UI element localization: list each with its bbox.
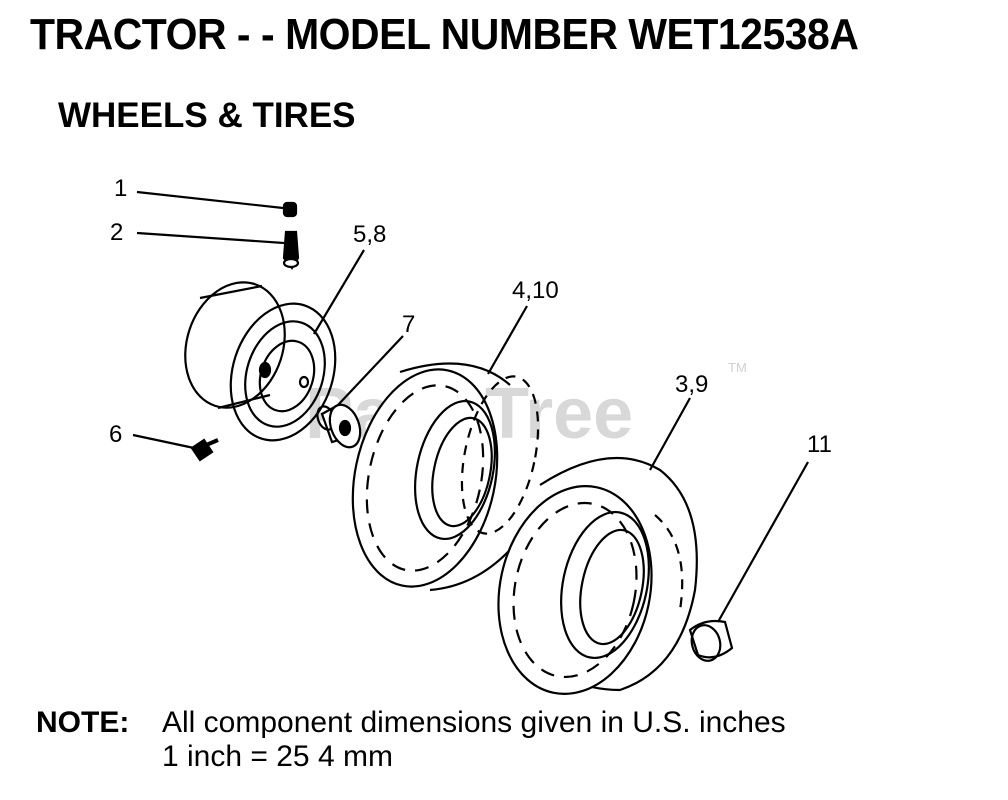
part-bushing [316, 402, 362, 449]
leader-2 [136, 231, 285, 245]
part-bolt [190, 438, 219, 462]
part-hub-cap [688, 619, 734, 662]
part-valve-cap [282, 201, 298, 218]
part-tire-front [351, 362, 541, 592]
leader-11 [717, 461, 809, 623]
part-rim [184, 281, 337, 442]
callout-11: 11 [807, 431, 832, 458]
callout-4-10: 4,10 [512, 277, 559, 304]
callout-7: 7 [402, 311, 415, 338]
section-title: WHEELS & TIRES [58, 96, 356, 135]
callout-1: 1 [114, 175, 127, 202]
part-valve-stem [282, 230, 300, 270]
callout-5-8: 5,8 [353, 221, 386, 248]
note-label: NOTE: [36, 706, 130, 739]
parts-diagram: PartsTree TM [109, 175, 832, 695]
leader-6 [132, 433, 195, 450]
leader-1 [136, 190, 284, 210]
note-line-2: 1 inch = 25 4 mm [162, 740, 393, 773]
callout-2: 2 [110, 219, 123, 246]
part-tire-rear [497, 456, 698, 695]
page-title: TRACTOR - - MODEL NUMBER WET12538A [30, 10, 859, 59]
leader-7 [337, 335, 404, 406]
callout-3-9: 3,9 [675, 371, 708, 398]
leader-4-10 [487, 305, 528, 375]
callout-6: 6 [109, 421, 122, 448]
leader-5-8 [313, 249, 365, 335]
watermark-tm: TM [728, 360, 747, 375]
leader-3-9 [649, 397, 691, 471]
note-line-1: All component dimensions given in U.S. i… [162, 706, 786, 739]
